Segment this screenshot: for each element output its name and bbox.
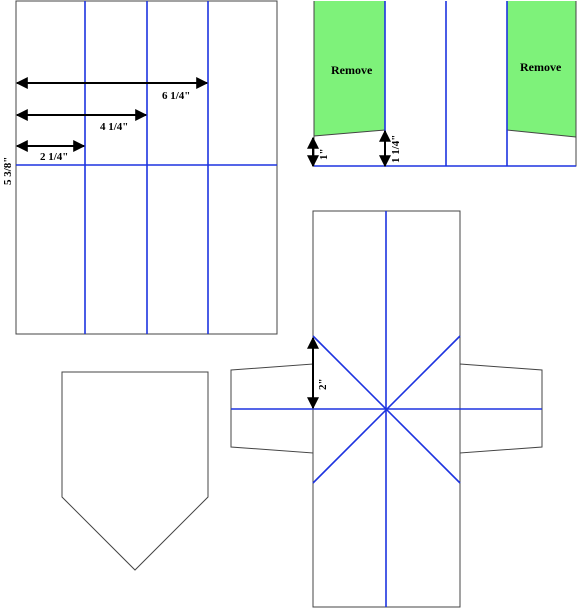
dimension-label-1-25: 1 1/4" [390,135,402,163]
panel-a-rectangle: 6 1/4" 4 1/4" 2 1/4" 5 3/8" [2,0,278,335]
fold-line-c-diagonal-2 [312,335,461,484]
cut-line-right [506,129,577,138]
dimension-label-c-2: 2" [317,378,329,390]
remove-label-left: Remove [331,63,373,77]
cross-flap-right [459,363,543,454]
remove-label-right: Remove [520,60,562,74]
remove-area-right [507,1,576,137]
dimension-label-1: 1" [318,148,330,160]
dimension-label-6: 6 1/4" [162,90,190,102]
height-label: 5 3/8" [2,157,14,185]
dimension-label-4: 4 1/4" [100,121,128,133]
remove-area-left [314,1,385,136]
cross-vertical-outline [312,210,461,608]
pentagon-outline [61,371,209,571]
panel-b-strip: Remove Remove 1" 1 1/4" [307,1,577,168]
panel-c-cross: 2" [230,210,543,608]
cut-line-left [313,129,386,137]
panel-d-pentagon [61,371,209,571]
cross-flap-left [230,363,314,454]
dimension-label-2: 2 1/4" [40,151,68,163]
